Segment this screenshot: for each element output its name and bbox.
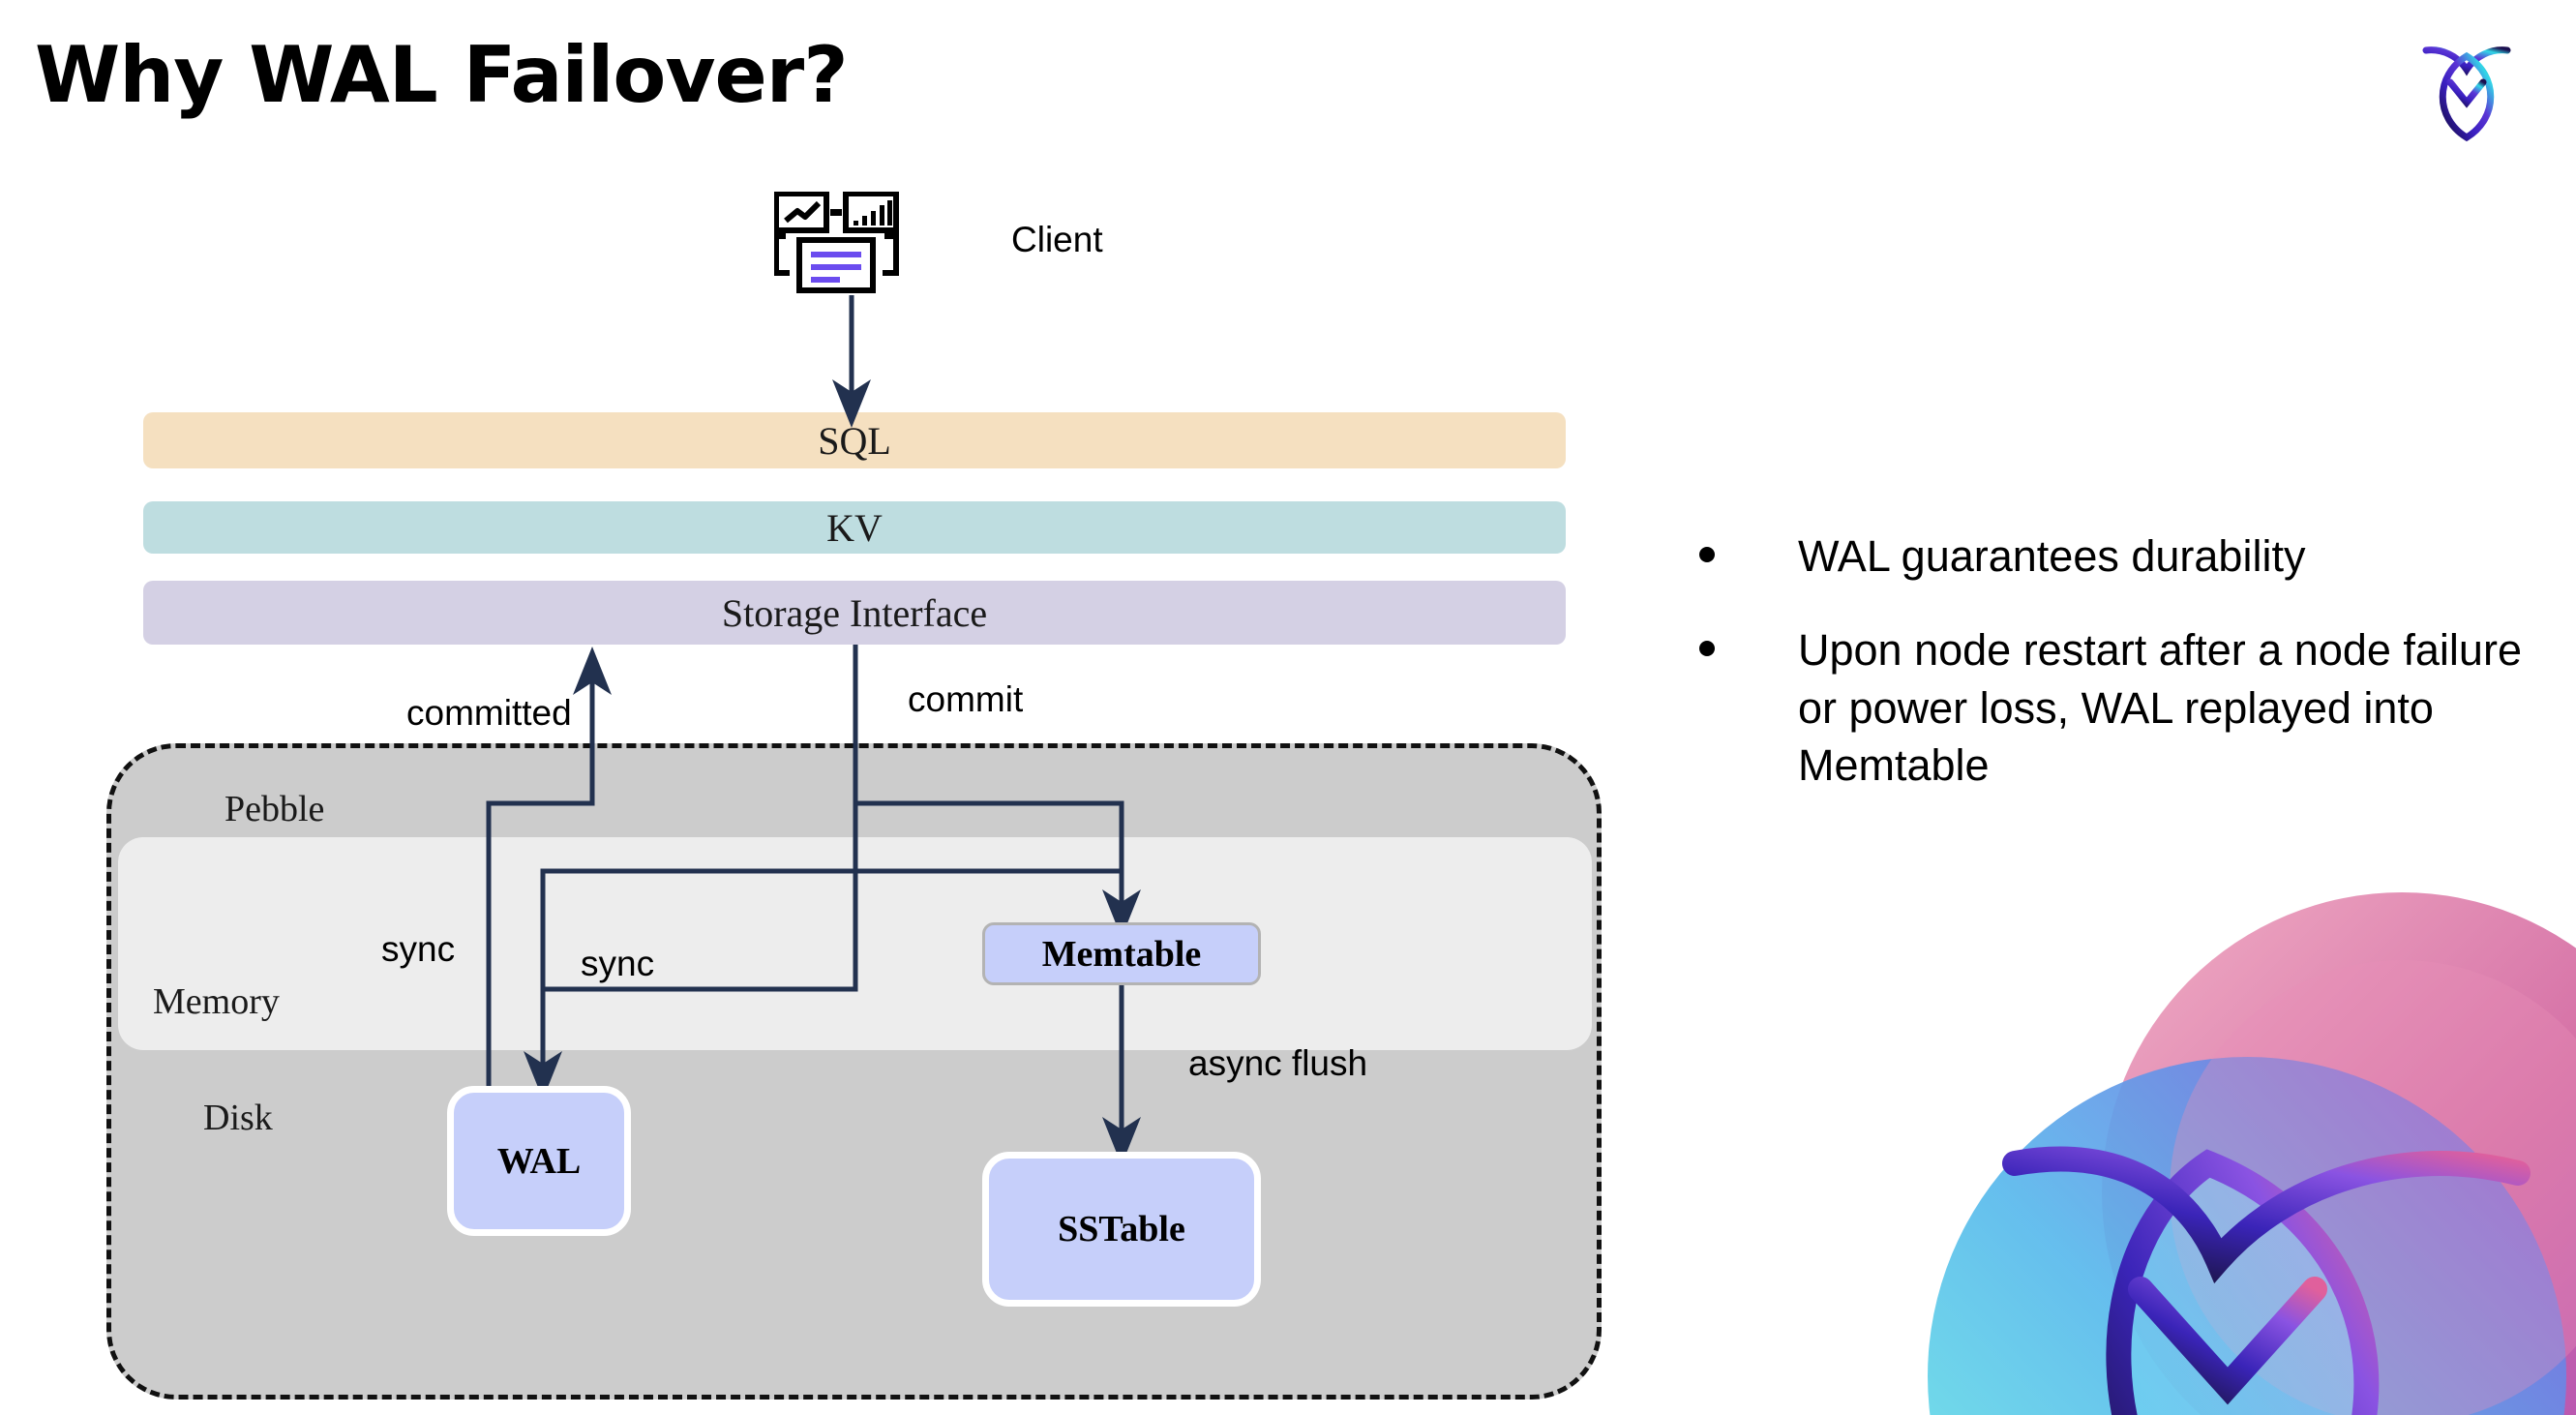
memory-region	[118, 837, 1592, 1050]
layer-label-sql: SQL	[818, 418, 891, 463]
layer-label-kv: KV	[826, 505, 883, 550]
layer-bar-storage: Storage Interface	[143, 581, 1566, 645]
layer-bar-sql: SQL	[143, 412, 1566, 468]
decorative-brand-graphic	[1899, 873, 2576, 1415]
layer-label-storage: Storage Interface	[721, 590, 988, 635]
bullet-dot-icon	[1699, 641, 1715, 657]
edge-label-commit: commit	[908, 679, 1024, 719]
bullet-list: WAL guarantees durability Upon node rest…	[1699, 527, 2531, 831]
node-label-memtable: Memtable	[1041, 933, 1202, 975]
client-monitor-icon	[773, 191, 929, 298]
page-title: Why WAL Failover?	[35, 30, 849, 120]
pebble-label: Pebble	[225, 789, 325, 829]
bullet-dot-icon	[1699, 547, 1715, 562]
edge-label-sync-left: sync	[381, 929, 456, 969]
list-item: WAL guarantees durability	[1699, 527, 2531, 585]
list-item: Upon node restart after a node failure o…	[1699, 621, 2531, 794]
cockroach-labs-logo	[2413, 29, 2520, 145]
edge-label-async-flush: async flush	[1188, 1043, 1368, 1083]
layer-bar-kv: KV	[143, 501, 1566, 554]
node-sstable: SSTable	[982, 1152, 1261, 1307]
disk-label: Disk	[203, 1098, 273, 1138]
bullet-text: WAL guarantees durability	[1798, 531, 2306, 581]
node-label-wal: WAL	[496, 1140, 582, 1182]
node-wal: WAL	[447, 1086, 631, 1236]
memory-label: Memory	[153, 981, 280, 1022]
edge-label-sync-right: sync	[581, 944, 655, 983]
node-label-sstable: SSTable	[1058, 1209, 1185, 1249]
node-memtable: Memtable	[982, 922, 1261, 985]
bullet-text: Upon node restart after a node failure o…	[1798, 625, 2522, 791]
edge-label-committed: committed	[406, 693, 572, 733]
client-label: Client	[1011, 220, 1103, 259]
